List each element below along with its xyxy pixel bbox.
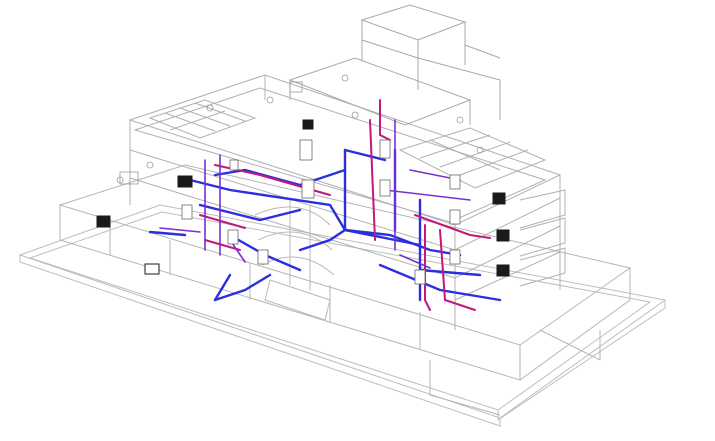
equipment-units (96, 119, 510, 277)
roof-fixtures (116, 74, 484, 185)
ac-unit-icon (496, 264, 510, 277)
ac-unit-icon (496, 229, 510, 242)
penthouse-volume (288, 4, 501, 126)
fan-coil-icon (144, 263, 160, 275)
ac-unit-icon (96, 215, 111, 228)
ac-unit-icon (177, 175, 193, 188)
ac-unit-icon (302, 119, 314, 130)
pipe-network (159, 119, 471, 269)
ac-unit-icon (492, 192, 506, 205)
site-slab (18, 204, 667, 427)
fittings (181, 139, 461, 285)
